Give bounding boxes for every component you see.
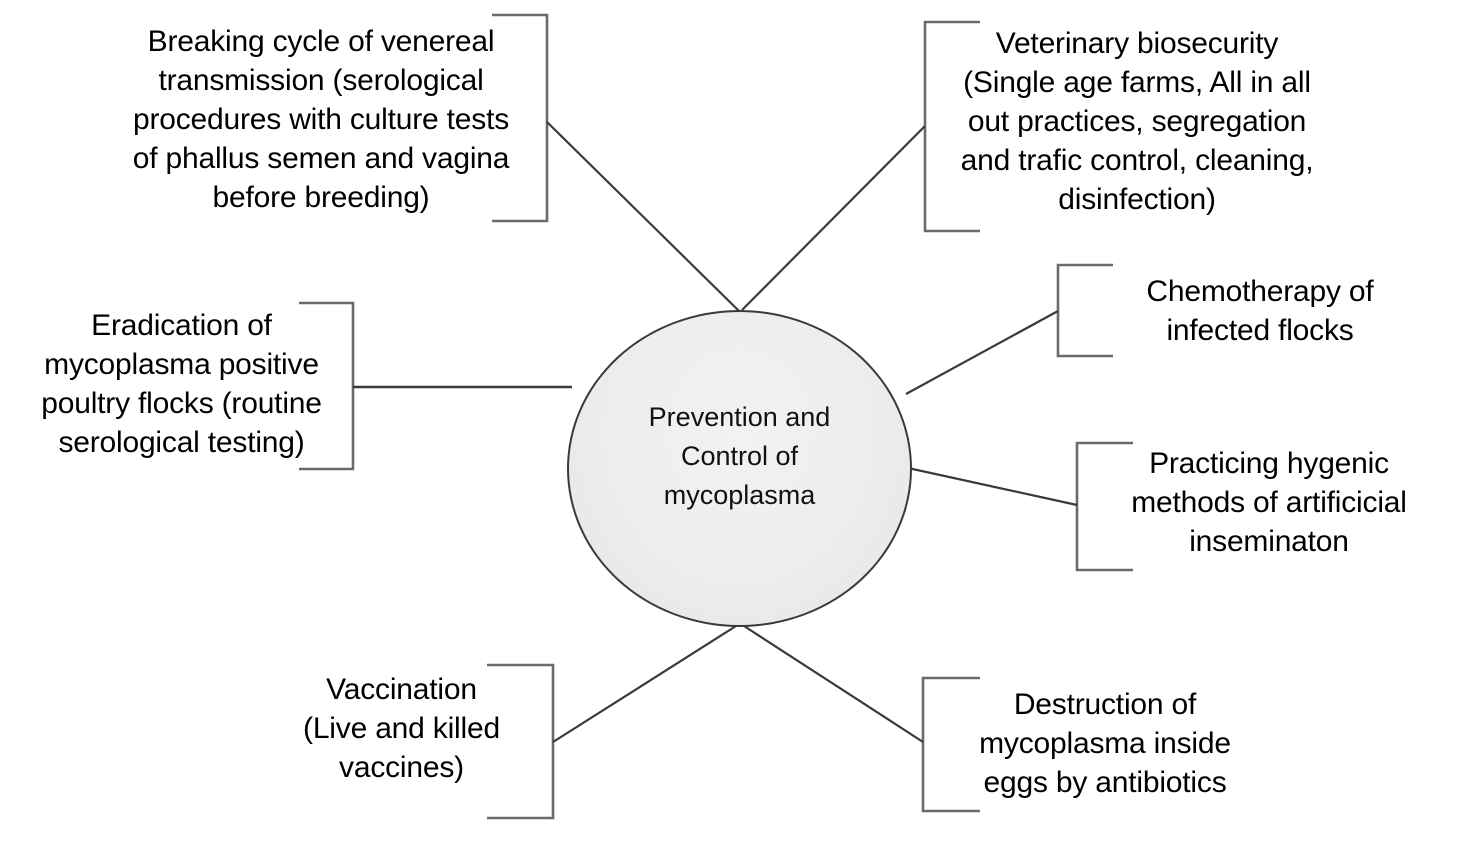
connector-breaking-cycle: [546, 121, 740, 312]
node-label-breaking-cycle: Breaking cycle of venereal transmission …: [132, 25, 510, 214]
node-label-eradication: Eradication of mycoplasma positive poult…: [41, 309, 322, 459]
connector-veterinary-biosecurity: [741, 125, 926, 311]
connector-vaccination: [552, 625, 737, 743]
node-label-practicing-hygenic: Practicing hygenic methods of artificici…: [1131, 447, 1407, 558]
node-label-vaccination: Vaccination (Live and killed vaccines): [303, 673, 500, 784]
bracket-breaking-cycle: [492, 13, 549, 223]
bracket-chemotherapy: [1056, 263, 1113, 358]
connector-chemotherapy: [905, 310, 1059, 395]
connector-practicing-hygenic: [907, 466, 1078, 507]
node-label-chemotherapy: Chemotherapy of infected flocks: [1146, 275, 1374, 347]
center-node-ellipse: [567, 310, 912, 627]
connector-destruction: [743, 625, 924, 743]
center-node-label: Prevention and Control of mycoplasma: [648, 402, 831, 511]
node-label-destruction: Destruction of mycoplasma inside eggs by…: [979, 688, 1231, 799]
bracket-practicing-hygenic: [1075, 441, 1133, 572]
node-label-veterinary-biosecurity: Veterinary biosecurity (Single age farms…: [960, 27, 1314, 216]
bracket-destruction: [921, 676, 980, 813]
